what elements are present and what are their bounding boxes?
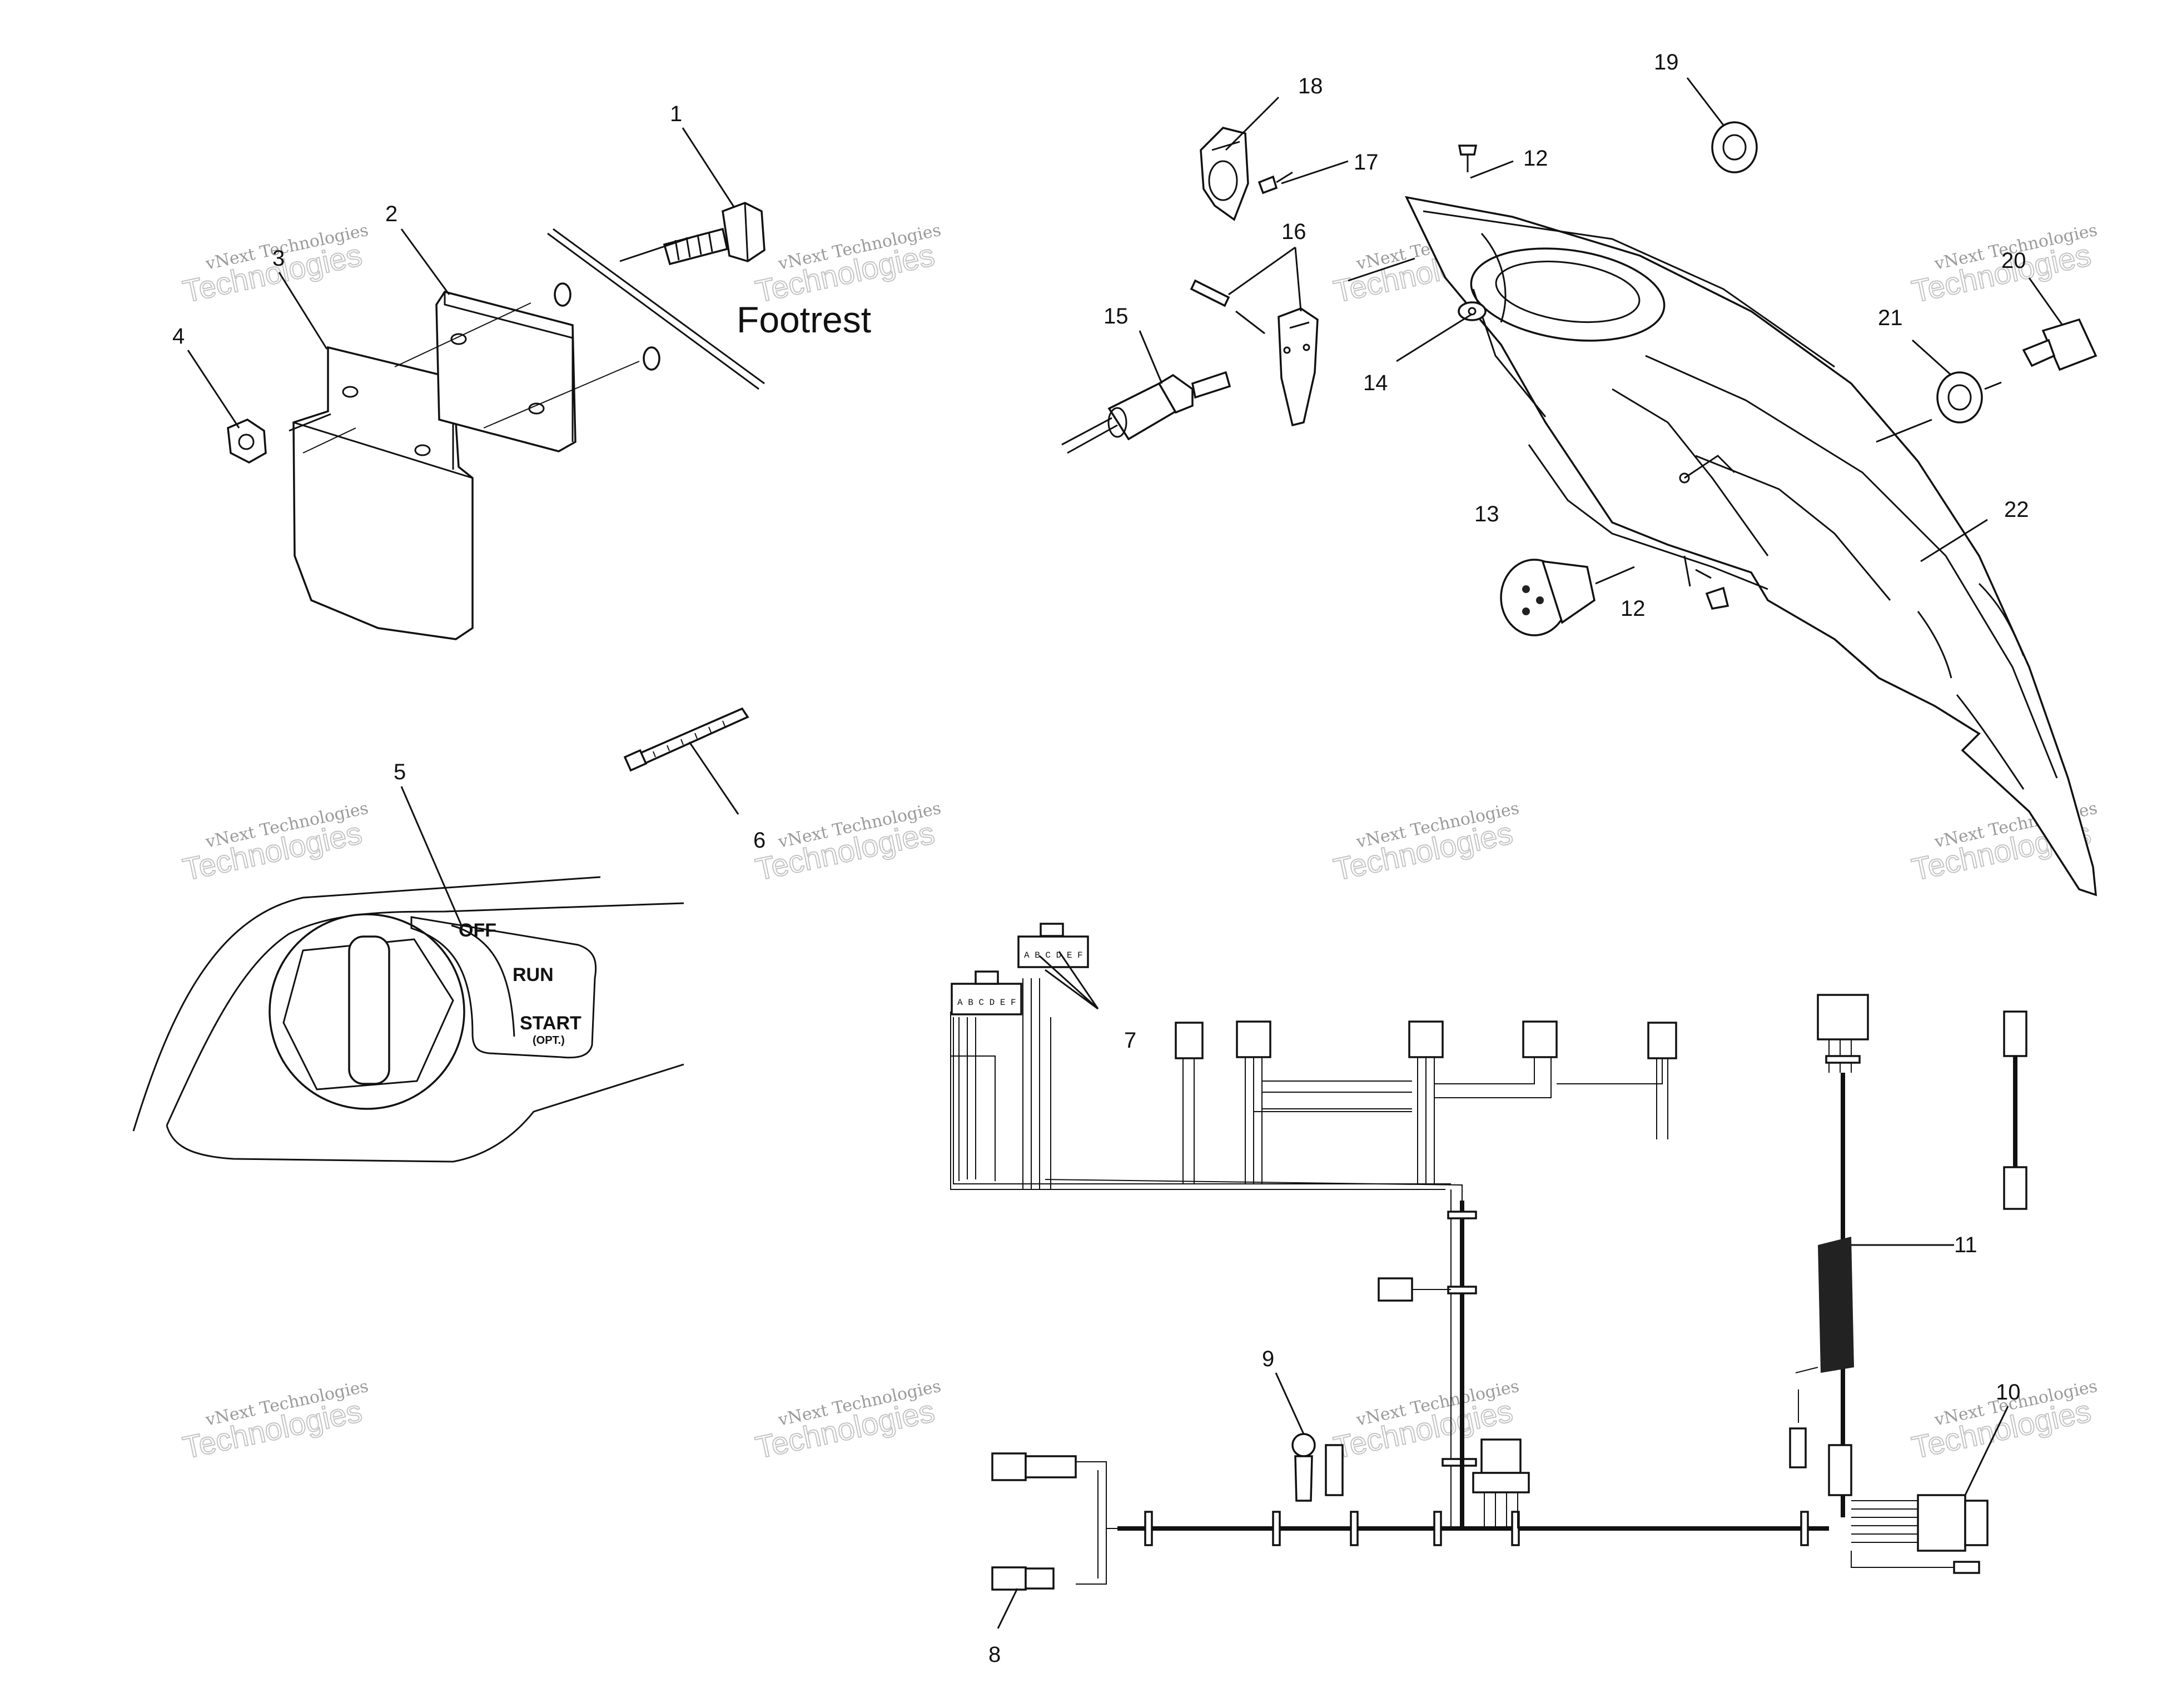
- leader-lines: [187, 77, 2064, 1629]
- callout-9: 9: [1262, 1347, 1274, 1371]
- ignition-switch[interactable]: [1500, 559, 1596, 636]
- callout-4: 4: [172, 324, 185, 348]
- footrest-label: Footrest: [737, 299, 871, 340]
- ignition-key[interactable]: [2022, 318, 2098, 371]
- callouts: 1 2 3 4 5 6 7 8 9 10 11 12 12 13 14 15 1…: [172, 50, 2029, 1667]
- switch-bracket[interactable]: [1200, 127, 1249, 221]
- screw[interactable]: [1258, 171, 1293, 195]
- connector[interactable]: [991, 1452, 1077, 1481]
- connector[interactable]: A B C D E F: [1017, 923, 1089, 968]
- footrest-assembly: Footrest: [227, 202, 871, 640]
- connector-pins: A B C D E F: [957, 998, 1016, 1008]
- ring-terminal[interactable]: [1291, 1433, 1316, 1502]
- connector[interactable]: [1378, 1277, 1413, 1302]
- toggle-switch[interactable]: [1278, 307, 1319, 427]
- connector[interactable]: [1522, 1020, 1558, 1058]
- cable-tie[interactable]: [623, 707, 749, 772]
- ignition-switch-panel: OFF RUN START (OPT.): [132, 876, 684, 1163]
- callout-20: 20: [2001, 248, 2026, 273]
- connector[interactable]: [991, 1566, 1055, 1591]
- callout-17: 17: [1354, 150, 1379, 175]
- dial-start-note: (OPT.): [533, 1034, 565, 1047]
- washer: [643, 346, 660, 371]
- pad-hole: [414, 444, 431, 456]
- callout-5: 5: [394, 760, 406, 784]
- callout-6: 6: [753, 828, 766, 853]
- bracket-hole: [450, 333, 467, 345]
- washer[interactable]: [1458, 301, 1487, 321]
- pad-hole: [342, 386, 359, 398]
- jumper-harness[interactable]: [2003, 1010, 2027, 1210]
- callout-19: 19: [1654, 50, 1679, 74]
- screw[interactable]: [1705, 586, 1729, 610]
- pivot-pin[interactable]: [1190, 279, 1230, 307]
- nut[interactable]: [227, 419, 267, 464]
- wiring-harness: A B C D E F A B C D E F: [950, 923, 2027, 1591]
- screw[interactable]: [1458, 145, 1478, 172]
- callout-7: 7: [1124, 1028, 1136, 1053]
- callout-12: 12: [1621, 596, 1646, 621]
- watermark: Technologies vNext Technologies: [752, 799, 943, 888]
- fuse-holder[interactable]: [1325, 1444, 1344, 1496]
- connector[interactable]: [1175, 1022, 1204, 1059]
- callout-13: 13: [1474, 502, 1499, 526]
- callout-15: 15: [1104, 304, 1129, 328]
- connector[interactable]: A B C D E F: [951, 970, 1022, 1015]
- watermark: Technologies vNext Technologies: [180, 1377, 370, 1466]
- callout-3: 3: [272, 246, 285, 271]
- watermark: Technologies vNext Technologies: [1330, 799, 1521, 888]
- relay-connector[interactable]: [1472, 1438, 1530, 1493]
- callout-10: 10: [1996, 1380, 2021, 1405]
- dial-off-label: OFF: [459, 920, 496, 941]
- footrest-pad[interactable]: [292, 346, 474, 640]
- callout-11: 11: [1954, 1233, 1977, 1257]
- washer: [554, 282, 571, 307]
- connector[interactable]: [1647, 1022, 1677, 1059]
- console-assembly: [1061, 121, 2098, 897]
- dial-run-label: RUN: [513, 964, 554, 985]
- connector[interactable]: [1408, 1020, 1444, 1058]
- callout-22: 22: [2004, 497, 2029, 522]
- watermark: Technologies vNext Technologies: [180, 799, 370, 888]
- main-connector[interactable]: [1917, 1494, 1989, 1552]
- connector-pins: A B C D E F: [1024, 950, 1083, 960]
- callout-12: 12: [1523, 146, 1548, 171]
- connector[interactable]: [1236, 1020, 1271, 1058]
- footrest-bracket[interactable]: [435, 290, 576, 452]
- callout-1: 1: [670, 102, 682, 126]
- switch-nut[interactable]: [1936, 371, 1983, 424]
- callout-21: 21: [1878, 306, 1903, 330]
- watermark: Technologies vNext Technologies: [752, 221, 943, 310]
- watermark: Technologies vNext Technologies: [752, 1377, 943, 1466]
- console-housing[interactable]: [1404, 196, 2098, 897]
- ignition-key-slot[interactable]: [348, 935, 390, 1085]
- callout-18: 18: [1298, 74, 1323, 98]
- callout-16: 16: [1281, 220, 1306, 244]
- bolt[interactable]: [663, 202, 766, 266]
- callout-8: 8: [988, 1642, 1001, 1667]
- dial-start-label: START: [520, 1013, 581, 1034]
- connector[interactable]: [1817, 994, 1869, 1040]
- connector[interactable]: [1828, 1444, 1852, 1496]
- callout-2: 2: [385, 202, 397, 226]
- callout-14: 14: [1363, 371, 1388, 395]
- grommet[interactable]: [1711, 121, 1758, 173]
- sensor[interactable]: [1061, 371, 1231, 454]
